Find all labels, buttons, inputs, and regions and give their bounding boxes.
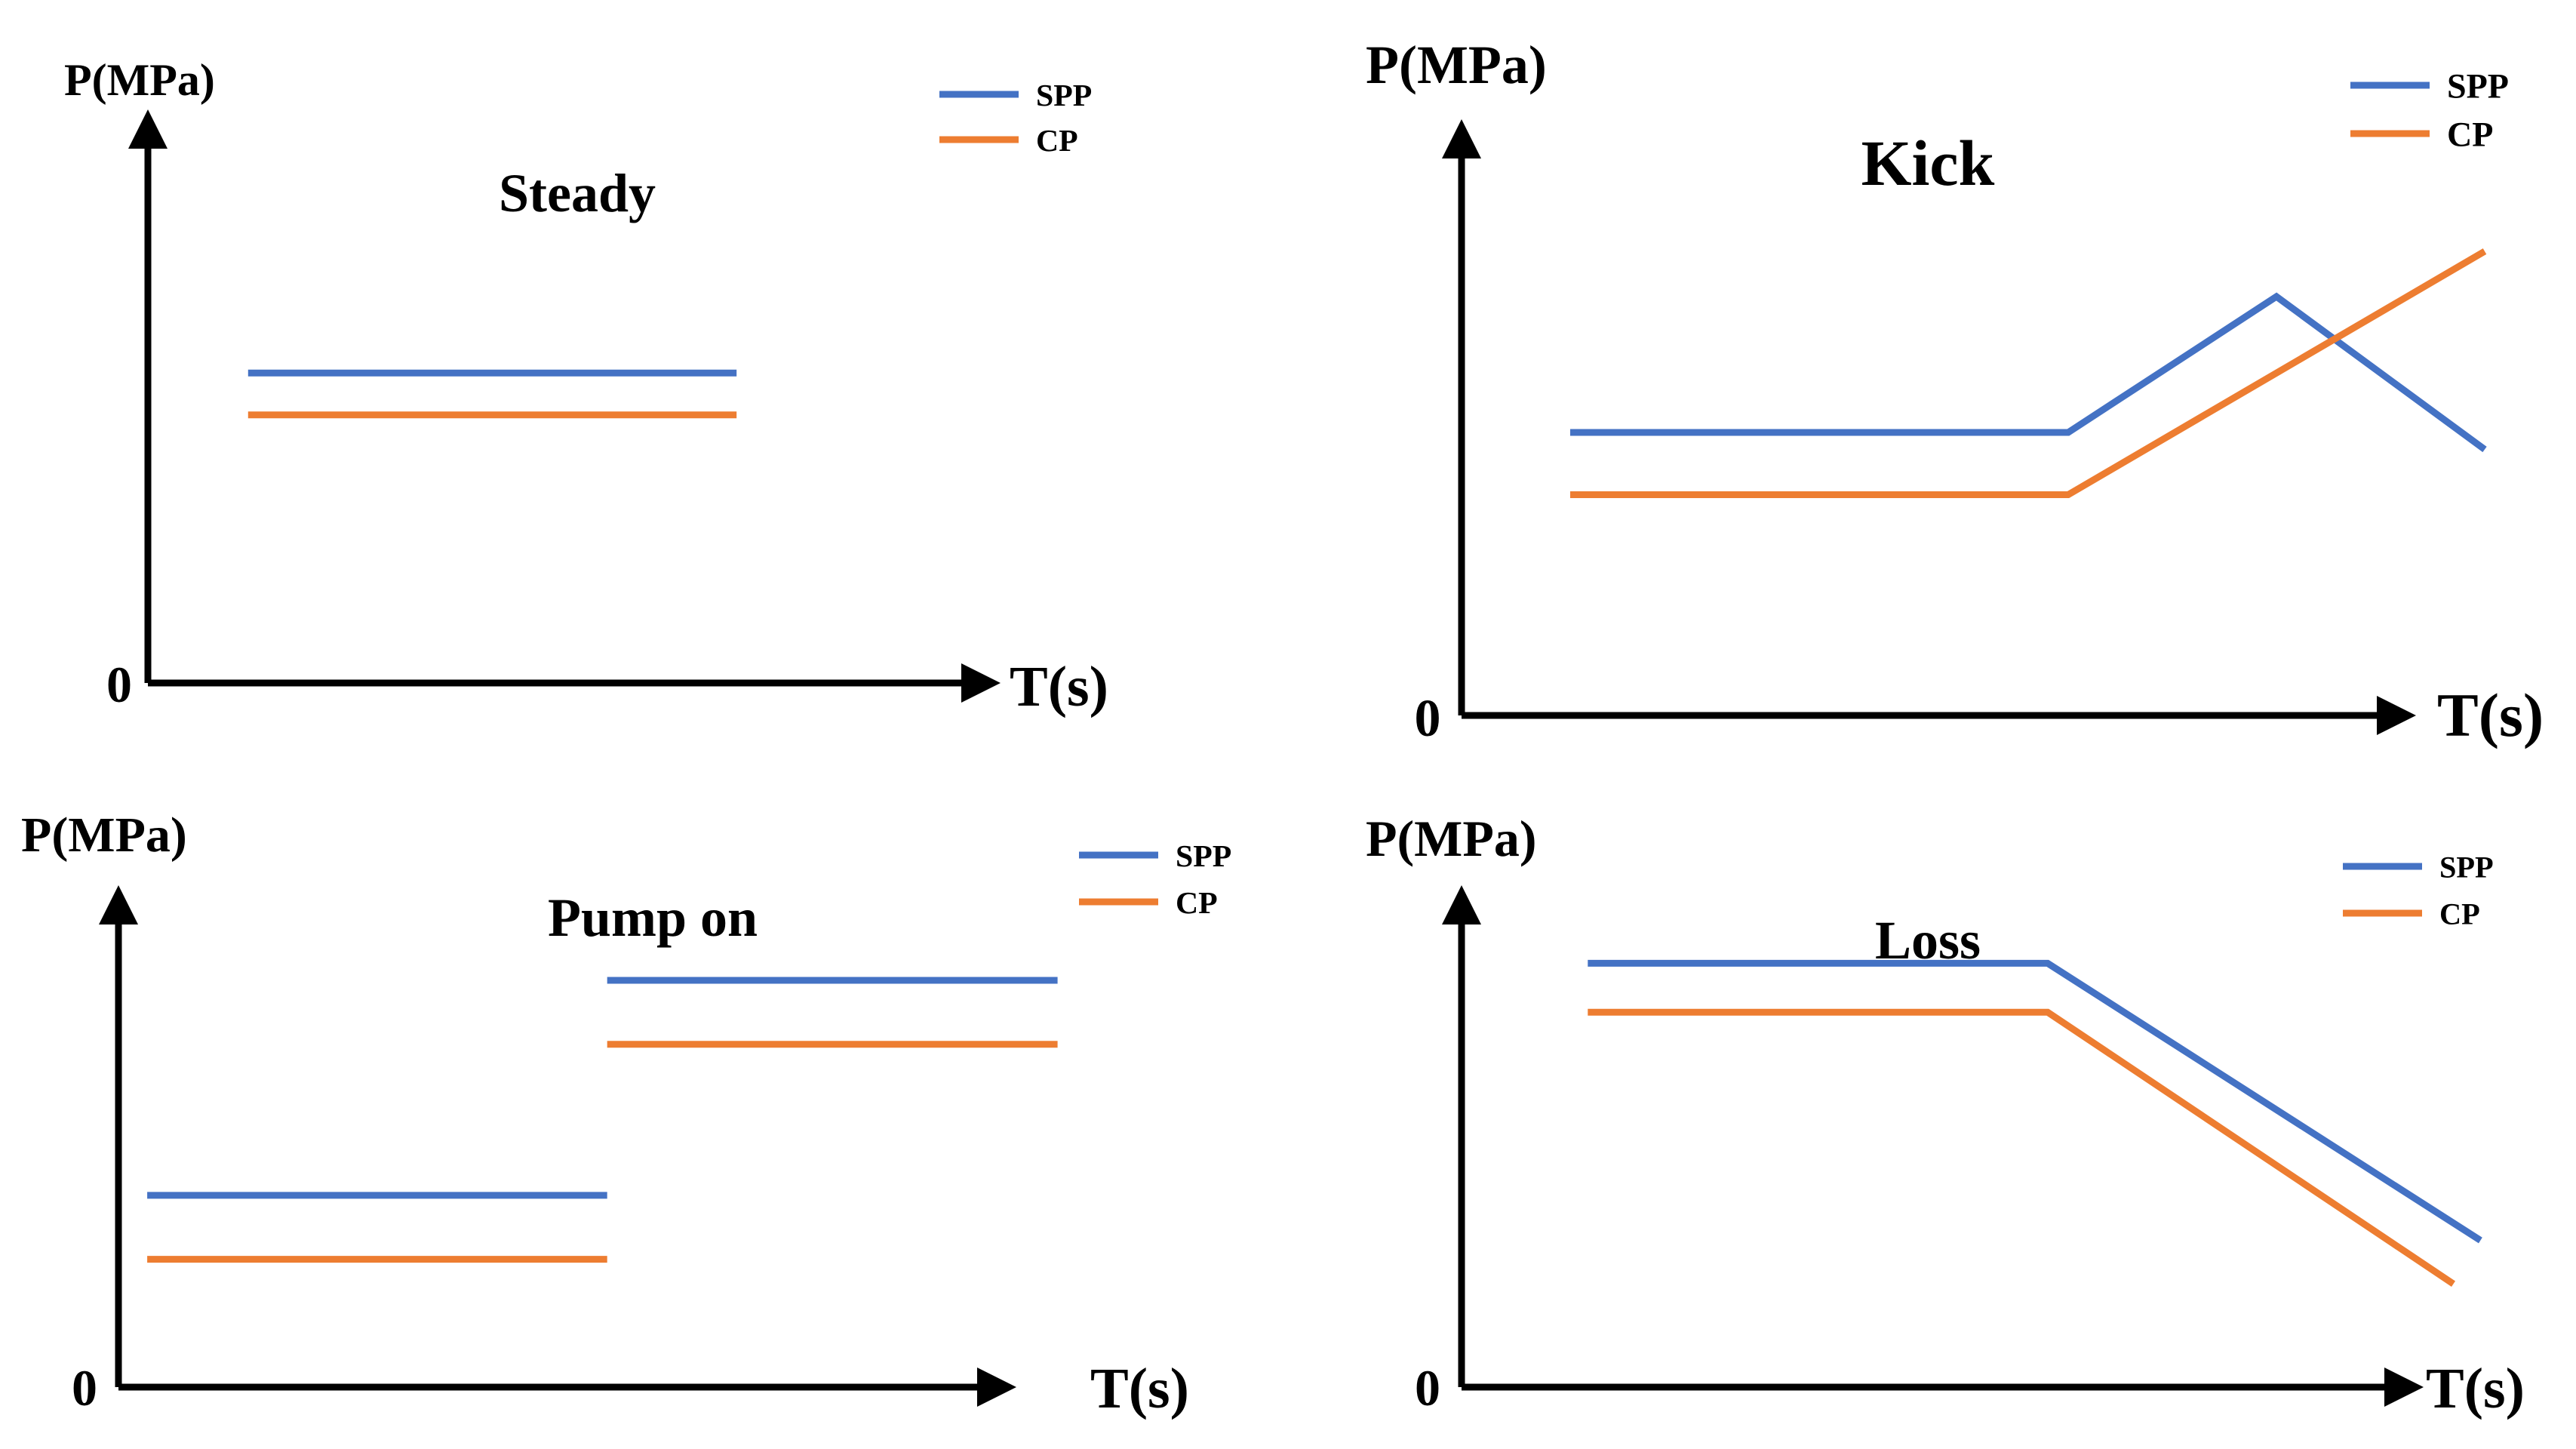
origin-label: 0 xyxy=(1415,1359,1440,1417)
legend-label-cp: CP xyxy=(1036,124,1078,158)
x-axis-arrowhead xyxy=(977,1367,1016,1407)
y-axis-arrowhead xyxy=(1442,885,1481,924)
chart-title: Kick xyxy=(1861,127,1995,199)
legend-label-spp: SPP xyxy=(1176,839,1231,874)
chart-panel-3: P(MPa) Pump on 0 T(s) SPP CP xyxy=(21,808,1231,1420)
y-axis-arrowhead xyxy=(99,885,138,924)
chart-panel-2: P(MPa) Kick 0 T(s) SPP CP xyxy=(1366,35,2544,749)
legend-label-spp: SPP xyxy=(2447,67,2509,106)
y-axis-arrowhead xyxy=(128,109,168,149)
x-axis-arrowhead xyxy=(2377,696,2416,735)
y-axis-arrowhead xyxy=(1442,119,1481,158)
legend: SPP CP xyxy=(2350,67,2509,154)
legend: SPP CP xyxy=(939,78,1092,158)
series-line-cp xyxy=(1588,1008,2456,1287)
series-line-cp xyxy=(1570,248,2487,498)
x-axis-arrowhead xyxy=(2384,1367,2424,1407)
legend-label-spp: SPP xyxy=(1036,78,1092,113)
origin-label: 0 xyxy=(1415,690,1441,748)
y-axis-label: P(MPa) xyxy=(1366,810,1537,867)
x-axis-label: T(s) xyxy=(2437,681,2544,749)
x-axis-arrowhead xyxy=(961,663,1001,703)
legend-label-cp: CP xyxy=(2447,115,2493,154)
series-line-spp xyxy=(1570,292,2487,453)
y-axis-label: P(MPa) xyxy=(64,55,215,105)
origin-label: 0 xyxy=(72,1359,97,1417)
x-axis-label: T(s) xyxy=(1010,655,1108,718)
chart-title: Pump on xyxy=(548,888,758,948)
legend: SPP CP xyxy=(2343,851,2494,931)
legend-label-cp: CP xyxy=(1176,886,1218,921)
x-axis-label: T(s) xyxy=(2426,1357,2525,1420)
legend-label-cp: CP xyxy=(2439,897,2480,931)
legend-label-spp: SPP xyxy=(2439,851,2494,884)
chart-panel-1: P(MPa) Steady 0 T(s) SPP CP xyxy=(64,55,1108,718)
origin-label: 0 xyxy=(106,656,132,713)
y-axis-label: P(MPa) xyxy=(1366,35,1547,95)
legend: SPP CP xyxy=(1079,839,1231,921)
y-axis-label: P(MPa) xyxy=(21,808,187,863)
x-axis-label: T(s) xyxy=(1090,1357,1189,1420)
series-line-spp xyxy=(1588,959,2482,1244)
chart-title: Steady xyxy=(499,163,656,223)
